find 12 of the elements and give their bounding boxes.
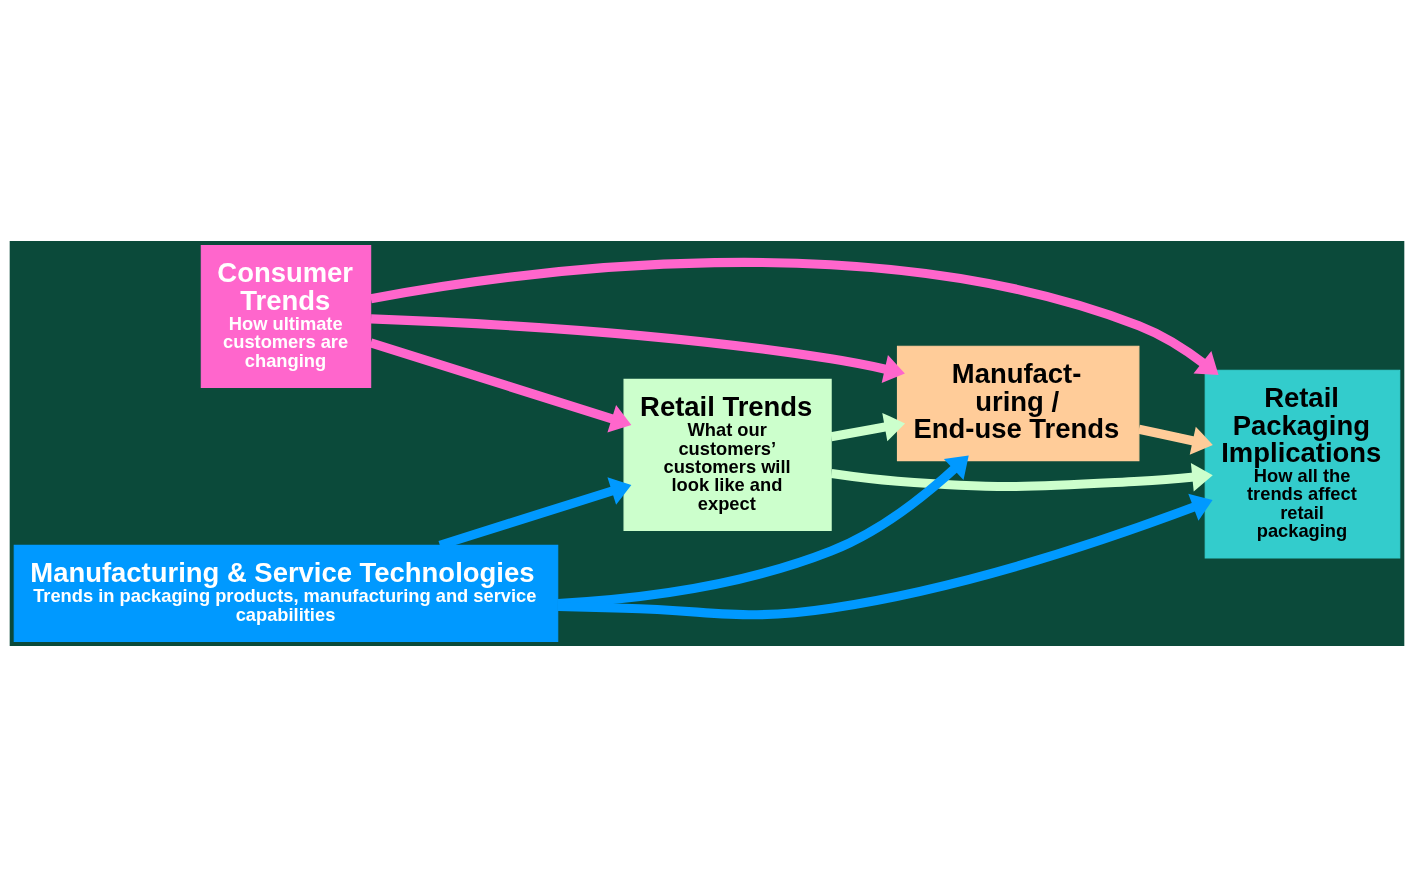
node-box: Retail Packaging Implications How all the trends affect retail packaging (1204, 369, 1401, 558)
arrow (557, 493, 1213, 619)
arrow (370, 257, 1219, 375)
node-box: Manufact- uring / End-use Trends (896, 345, 1140, 461)
arrow (830, 462, 1213, 492)
arrow (1137, 424, 1213, 455)
node-box: Manufacturing & Service Technologies Trends in packaging products, manufacturing and service capabilities (13, 544, 559, 642)
node-box: Retail Trends What our customers’ customers will look like and expect (623, 378, 832, 531)
node-box: Consumer Trends How ultimate customers are changing (200, 244, 372, 388)
arrow (369, 338, 632, 433)
arrow (830, 412, 906, 441)
arrow (370, 313, 905, 383)
